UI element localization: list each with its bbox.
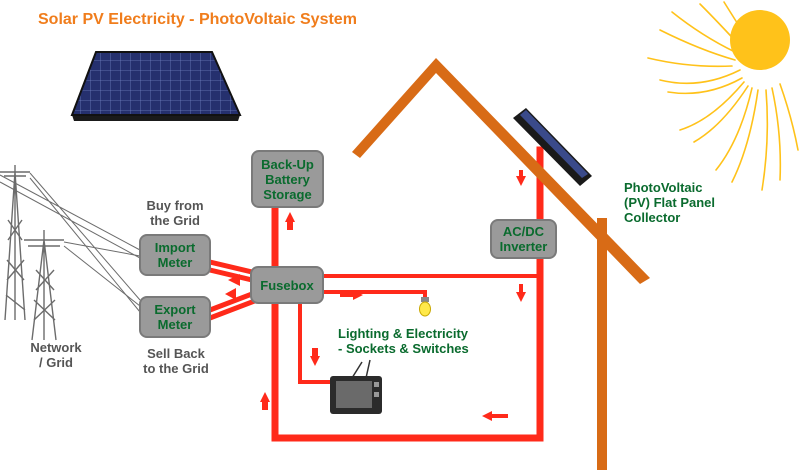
sun-icon — [647, 1, 799, 191]
pylon-icon — [0, 165, 141, 341]
tv-icon — [330, 359, 382, 414]
diagram-title: Solar PV Electricity - PhotoVoltaic Syst… — [38, 11, 357, 28]
wiring — [206, 146, 544, 442]
light-bulb-icon — [419, 297, 431, 317]
pv-collector-icon — [513, 108, 592, 186]
house-outline — [352, 58, 650, 470]
solar-panel-icon — [70, 51, 242, 121]
flow-arrow-icon — [225, 170, 526, 421]
fusebox-box: Fusebox — [250, 266, 324, 304]
network-grid-label: Network/ Grid — [30, 340, 82, 370]
lighting-electricity-label: Lighting & Electricity- Sockets & Switch… — [338, 326, 469, 356]
